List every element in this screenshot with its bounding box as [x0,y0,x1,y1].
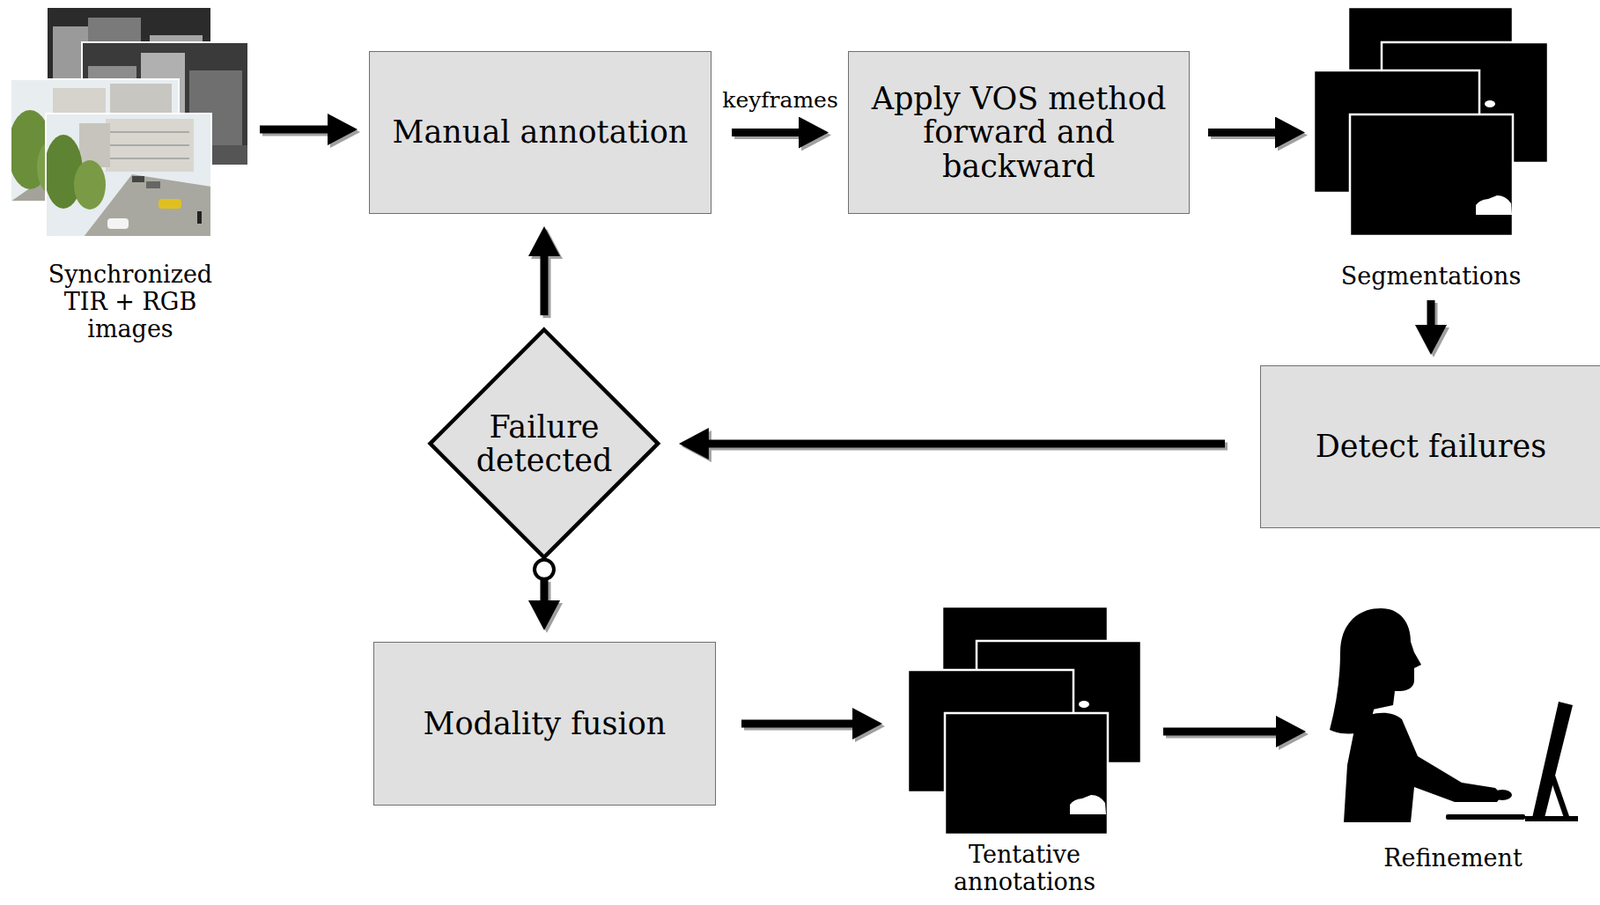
mask-stack [944,713,1108,835]
arrow-shaft [741,720,865,729]
frame-border [45,113,212,237]
process-box: Manual annotation [368,51,712,214]
arrow-shaft [540,243,549,316]
image-caption: Segmentations [1320,262,1542,290]
flow-arrow [1163,731,1291,735]
person-at-computer [1492,789,1512,801]
process-box: Modality fusion [373,641,716,806]
flow-arrow [696,443,1228,447]
rgb-frame [110,144,190,147]
mask-stack [1484,100,1496,108]
rgb-frame [79,123,111,168]
person-at-computer [1532,701,1573,819]
image-caption: Tentative annotations [914,840,1136,896]
process-box: Apply VOS method forward and backward [847,51,1190,214]
arrow-shaft [1163,728,1289,737]
rgb-frame [45,113,212,237]
node-label: Failure detected [456,410,633,479]
mask-stack [1349,114,1513,236]
flow-arrow [544,243,547,318]
rgb-frame [197,211,202,224]
image-caption: Synchronized TIR + RGB images [29,260,232,343]
person-at-computer [1329,608,1578,823]
flow-arrow [534,560,554,616]
rgb-frame [110,131,190,133]
arrow-shaft [731,128,812,137]
diamond-outline [430,330,659,559]
rgb-frame [110,157,190,160]
person-at-computer [1364,608,1422,711]
node-label: Modality fusion [423,707,667,742]
arrow-shaft [1208,128,1288,137]
arrow-shaft [259,125,340,134]
image-stack-node: Synchronized TIR + RGB images [10,5,251,343]
node-label: Manual annotation [392,115,689,150]
mask-stack [1078,700,1090,708]
rgb-frame [107,218,129,229]
flow-arrow [259,129,343,133]
person-at-computer [1546,765,1570,819]
person-at-computer [1343,713,1503,823]
person-at-computer [1525,816,1578,822]
arrow-shaft [696,440,1225,449]
image-caption: Refinement [1329,844,1577,872]
person-at-computer [1445,814,1526,820]
mask-stack-node: Tentative annotations [907,606,1142,896]
mask-stack-node: Segmentations [1313,7,1549,290]
flow-arrow [1208,132,1291,136]
node-label: Detect failures [1315,429,1548,465]
node-label: Apply VOS method forward and backward [860,81,1178,185]
mask-stack [1475,195,1512,215]
edge-label: keyframes [720,88,841,114]
mask-stack [907,606,1142,835]
process-box: Detect failures [1260,365,1600,529]
rgb-frame [105,118,194,172]
branch-circle [534,560,554,580]
mask-stack [1069,795,1106,815]
arrow-shaft [540,579,549,613]
mask-stack [1313,7,1549,236]
rgb-frame [73,160,106,210]
flow-arrow [731,132,814,136]
person-node: Refinement [1320,606,1586,872]
decision-diamond: Failure detected [427,327,661,561]
flow-arrow [741,723,868,727]
photo-stack [7,7,249,237]
flow-arrow [1430,300,1434,340]
rgb-frame [132,176,145,183]
edge-label-holder: keyframes [720,88,841,114]
rgb-frame [146,181,161,189]
arrow-shaft [1427,300,1436,338]
rgb-frame [158,199,182,209]
